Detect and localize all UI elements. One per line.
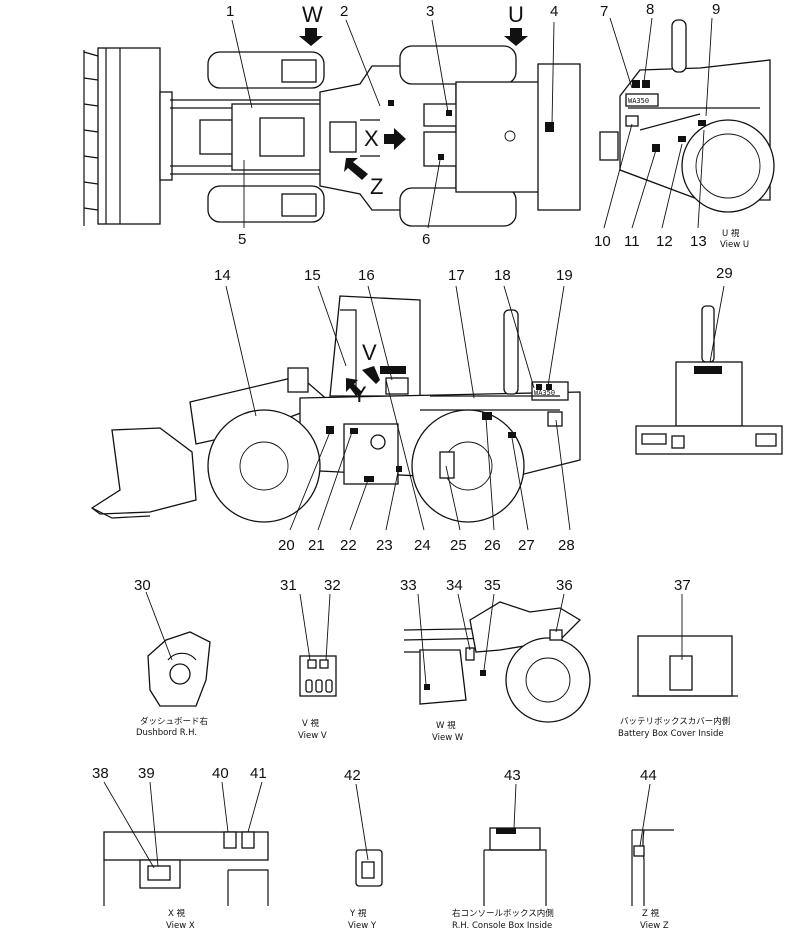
callout-34: 34 — [446, 577, 463, 594]
callout-40: 40 — [212, 765, 229, 782]
dashboard-detail-drawing — [147, 631, 211, 707]
leader-lines — [103, 17, 725, 869]
callout-2: 2 — [340, 3, 348, 20]
view-u-drawing: WA350 — [599, 19, 775, 213]
view-x-drawing — [103, 831, 269, 906]
callout-6: 6 — [422, 231, 430, 248]
view-arrow-x-label: X — [364, 126, 379, 151]
callout-20: 20 — [278, 537, 295, 554]
view-captions: U 視 View U ダッシュボード右 Dushbord R.H. V 視 Vi… — [136, 228, 749, 931]
model-plate-side: WA350 — [534, 389, 555, 397]
view-arrow-z-label: Z — [370, 174, 383, 199]
view-arrows-side: V Y — [346, 340, 380, 407]
callout-28: 28 — [558, 537, 575, 554]
view-arrows-top: W U X Z — [299, 2, 528, 199]
console-box-drawing — [483, 827, 547, 906]
callout-43: 43 — [504, 767, 521, 784]
battery-cover-drawing — [632, 635, 738, 697]
callout-38: 38 — [92, 765, 109, 782]
callout-30: 30 — [134, 577, 151, 594]
top-view-drawing — [83, 45, 581, 227]
caption-view-x-en: View X — [166, 921, 195, 931]
callout-10: 10 — [594, 233, 611, 250]
callout-27: 27 — [518, 537, 535, 554]
callout-12: 12 — [656, 233, 673, 250]
side-view-drawing: WA350 — [90, 295, 581, 523]
callout-31: 31 — [280, 577, 297, 594]
view-w-drawing — [403, 601, 591, 723]
callout-26: 26 — [484, 537, 501, 554]
view-v-drawing — [299, 655, 337, 697]
caption-battery-en: Battery Box Cover Inside — [618, 729, 724, 739]
callout-9: 9 — [712, 1, 720, 18]
caption-view-y-en: View Y — [348, 921, 377, 931]
callout-18: 18 — [494, 267, 511, 284]
callout-17: 17 — [448, 267, 465, 284]
view-arrow-w-label: W — [302, 2, 323, 27]
callout-1: 1 — [226, 3, 234, 20]
view-arrow-u-label: U — [508, 2, 524, 27]
caption-console-en: R.H. Console Box Inside — [452, 921, 552, 931]
callout-13: 13 — [690, 233, 707, 250]
callout-14: 14 — [214, 267, 231, 284]
callout-35: 35 — [484, 577, 501, 594]
view-z-drawing — [631, 829, 674, 906]
caption-console-jp: 右コンソールボックス内側 — [452, 908, 554, 919]
caption-view-v-jp: V 視 — [302, 718, 320, 729]
caption-dashboard-en: Dushbord R.H. — [136, 728, 197, 738]
callout-11: 11 — [624, 233, 640, 250]
callout-41: 41 — [250, 765, 267, 782]
callout-39: 39 — [138, 765, 155, 782]
callout-5: 5 — [238, 231, 246, 248]
callout-7: 7 — [600, 3, 608, 20]
rear-plate-drawing — [635, 305, 783, 455]
callout-8: 8 — [646, 1, 654, 18]
view-y-drawing — [355, 849, 383, 887]
callout-numbers: 1 2 3 4 5 6 7 8 9 10 11 12 13 14 15 16 1… — [92, 1, 733, 784]
caption-view-u-jp: U 視 — [722, 228, 740, 239]
caption-view-x-jp: X 視 — [168, 908, 186, 919]
callout-25: 25 — [450, 537, 467, 554]
callout-21: 21 — [308, 537, 325, 554]
callout-4: 4 — [550, 3, 558, 20]
caption-view-y-jp: Y 視 — [349, 908, 367, 919]
caption-view-w-en: View W — [432, 733, 464, 743]
callout-3: 3 — [426, 3, 434, 20]
callout-24: 24 — [414, 537, 431, 554]
callout-22: 22 — [340, 537, 357, 554]
caption-dashboard-jp: ダッシュボード右 — [140, 716, 208, 727]
callout-37: 37 — [674, 577, 691, 594]
callout-19: 19 — [556, 267, 573, 284]
caption-view-v-en: View V — [298, 731, 327, 741]
view-arrow-v-label: V — [362, 340, 377, 365]
callout-33: 33 — [400, 577, 417, 594]
callout-15: 15 — [304, 267, 321, 284]
caption-battery-jp: バッテリボックスカバー内側 — [620, 716, 730, 727]
callout-32: 32 — [324, 577, 341, 594]
model-plate-u: WA350 — [628, 97, 649, 105]
callout-36: 36 — [556, 577, 573, 594]
callout-23: 23 — [376, 537, 393, 554]
callout-42: 42 — [344, 767, 361, 784]
caption-view-z-en: View Z — [640, 921, 669, 931]
callout-16: 16 — [358, 267, 375, 284]
caption-view-u-en: View U — [720, 240, 749, 250]
caption-view-z-jp: Z 視 — [642, 908, 660, 919]
callout-44: 44 — [640, 767, 657, 784]
caption-view-w-jp: W 視 — [436, 720, 456, 731]
callout-29: 29 — [716, 265, 733, 282]
